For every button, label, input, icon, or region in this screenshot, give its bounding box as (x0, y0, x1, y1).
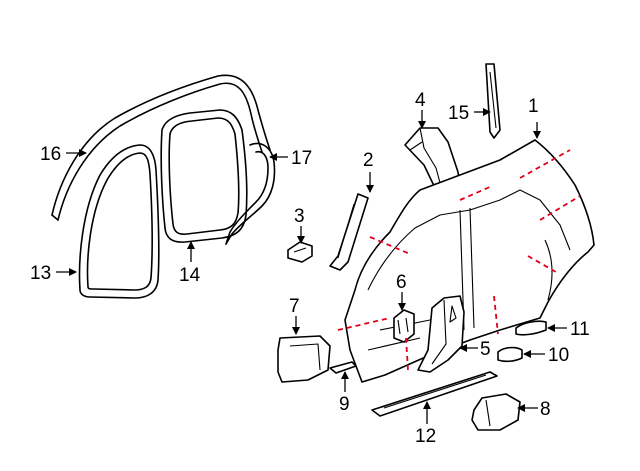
part-15-pillar-strip (485, 63, 501, 139)
part-8-bracket (471, 393, 521, 431)
callout-5: 5 (480, 339, 491, 360)
part-6-bracket (393, 309, 415, 343)
callout-labels: 1 2 3 4 5 6 7 8 9 10 11 12 13 14 15 16 1… (30, 90, 590, 447)
callout-9: 9 (339, 394, 350, 415)
callout-6: 6 (396, 272, 407, 293)
callout-4: 4 (415, 90, 426, 111)
callout-3: 3 (294, 206, 305, 227)
callout-15: 15 (448, 103, 469, 124)
part-7-panel (277, 335, 331, 383)
callout-1: 1 (528, 96, 539, 117)
part-9-plate (329, 361, 357, 374)
part-10-pad (497, 346, 523, 363)
part-14-rear-door-seal (160, 109, 248, 243)
part-3-bracket (287, 241, 313, 263)
part-17-rear-strip (225, 142, 276, 245)
part-13-front-door-seal (78, 144, 160, 299)
part-11-pad (515, 320, 547, 336)
part-5-lower-pillar (417, 295, 465, 373)
callout-12: 12 (415, 426, 436, 447)
callout-10: 10 (548, 345, 569, 366)
cut-lines (337, 149, 581, 371)
callout-8: 8 (540, 399, 551, 420)
part-2-pillar-trim (329, 193, 369, 271)
callout-11: 11 (570, 319, 590, 340)
callout-16: 16 (40, 144, 61, 165)
leader-lines (56, 108, 567, 424)
part-12-rocker (371, 371, 498, 417)
callout-7: 7 (289, 296, 300, 317)
callout-17: 17 (291, 148, 312, 169)
callout-2: 2 (363, 150, 374, 171)
callout-14: 14 (179, 265, 201, 286)
callout-13: 13 (30, 263, 51, 284)
